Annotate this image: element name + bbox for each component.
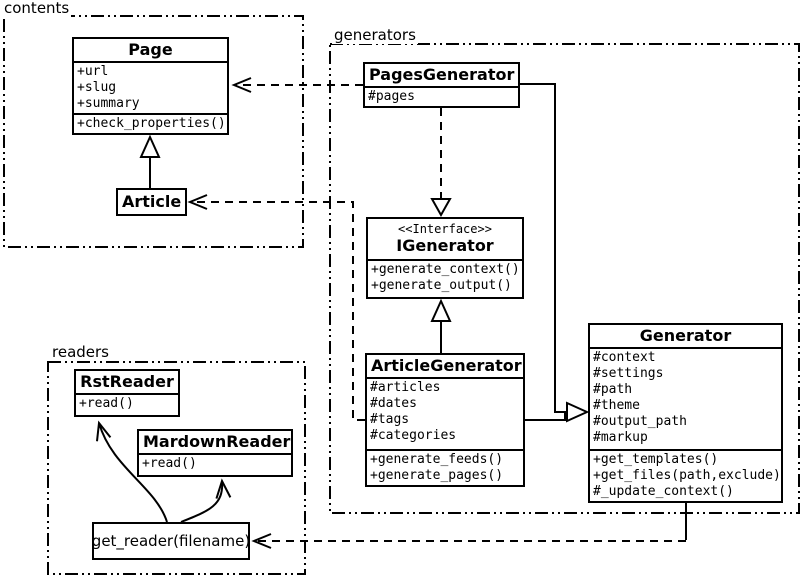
package-label-readers: readers xyxy=(50,343,111,361)
class-box-article: Article xyxy=(116,188,187,216)
package-frame-contents xyxy=(3,15,304,248)
class-name-mardownreader: MardownReader xyxy=(139,431,291,455)
class-methods-igenerator: +generate_context()+generate_output() xyxy=(368,261,522,297)
class-name-page: Page xyxy=(74,39,227,63)
class-methods-articlegenerator: +generate_feeds()+generate_pages() xyxy=(367,449,523,485)
class-methods-generator: +get_templates()+get_files(path,exclude)… xyxy=(590,449,781,501)
edge-generators-extend-generator xyxy=(520,83,590,423)
class-box-page: Page +url+slug+summary +check_properties… xyxy=(72,37,229,135)
method: +get_templates() xyxy=(593,452,719,467)
class-attributes-pagesgenerator: #pages xyxy=(365,88,518,106)
class-box-mardownreader: MardownReader +read() xyxy=(137,429,293,477)
class-box-generator: Generator #context#settings#path#theme#o… xyxy=(588,323,783,503)
class-attributes-page: +url+slug+summary xyxy=(74,63,227,113)
class-name-igenerator: IGenerator xyxy=(396,236,494,255)
class-box-rstreader: RstReader +read() xyxy=(74,369,180,417)
method: +generate_context() xyxy=(371,262,520,277)
attribute: #context xyxy=(593,350,656,365)
attribute: #path xyxy=(593,382,633,397)
package-label-contents: contents xyxy=(2,0,72,17)
method: +read() xyxy=(142,456,197,471)
package-label-generators: generators xyxy=(332,26,418,44)
package-frame-readers xyxy=(47,361,306,575)
method: +check_properties() xyxy=(77,116,226,131)
method: #_update_context() xyxy=(593,484,734,499)
attribute: #markup xyxy=(593,430,648,445)
class-header-igenerator: <<Interface>> IGenerator xyxy=(368,219,522,261)
package-frame-generators xyxy=(329,43,800,514)
method: +generate_output() xyxy=(371,278,512,293)
method: +generate_pages() xyxy=(370,468,504,483)
attribute: #output_path xyxy=(593,414,687,429)
class-attributes-articlegenerator: #articles#dates#tags#categories xyxy=(367,379,523,449)
stereotype-interface: <<Interface>> xyxy=(398,222,492,236)
edge-getreader-to-rstreader xyxy=(96,420,168,523)
class-name-generator: Generator xyxy=(590,325,781,349)
class-box-articlegenerator: ArticleGenerator #articles#dates#tags#ca… xyxy=(365,353,525,487)
edge-articlegenerator-uses-article xyxy=(187,194,365,421)
attribute: #dates xyxy=(370,396,417,411)
edge-articlegenerator-implements-igenerator xyxy=(430,298,452,353)
class-attributes-generator: #context#settings#path#theme#output_path… xyxy=(590,349,781,449)
edge-article-extends-page xyxy=(139,134,161,188)
attribute: +summary xyxy=(77,96,140,111)
attribute: #theme xyxy=(593,398,640,413)
function-label: get_reader(filename) xyxy=(91,532,251,550)
attribute: #tags xyxy=(370,412,410,427)
class-name-pagesgenerator: PagesGenerator xyxy=(365,64,518,88)
method: +read() xyxy=(79,396,134,411)
class-methods-rstreader: +read() xyxy=(76,395,178,415)
attribute: #pages xyxy=(368,89,415,104)
method: +generate_feeds() xyxy=(370,452,504,467)
class-methods-mardownreader: +read() xyxy=(139,455,291,475)
attribute: #articles xyxy=(370,380,441,395)
class-box-igenerator: <<Interface>> IGenerator +generate_conte… xyxy=(366,217,524,299)
edge-generator-uses-getreader xyxy=(251,503,687,549)
attribute: #settings xyxy=(593,366,664,381)
attribute: +url xyxy=(77,64,109,79)
class-name-rstreader: RstReader xyxy=(76,371,178,395)
class-methods-page: +check_properties() xyxy=(74,113,227,133)
function-box-get-reader: get_reader(filename) xyxy=(92,522,250,560)
class-name-article: Article xyxy=(122,192,182,211)
attribute: +slug xyxy=(77,80,117,95)
edge-getreader-to-mardownreader xyxy=(180,478,232,523)
attribute: #categories xyxy=(370,428,457,443)
class-name-articlegenerator: ArticleGenerator xyxy=(367,355,523,379)
class-box-pagesgenerator: PagesGenerator #pages xyxy=(363,62,520,108)
edge-pagesgenerator-implements-igenerator xyxy=(430,108,452,218)
method: +get_files(path,exclude) xyxy=(593,468,781,483)
